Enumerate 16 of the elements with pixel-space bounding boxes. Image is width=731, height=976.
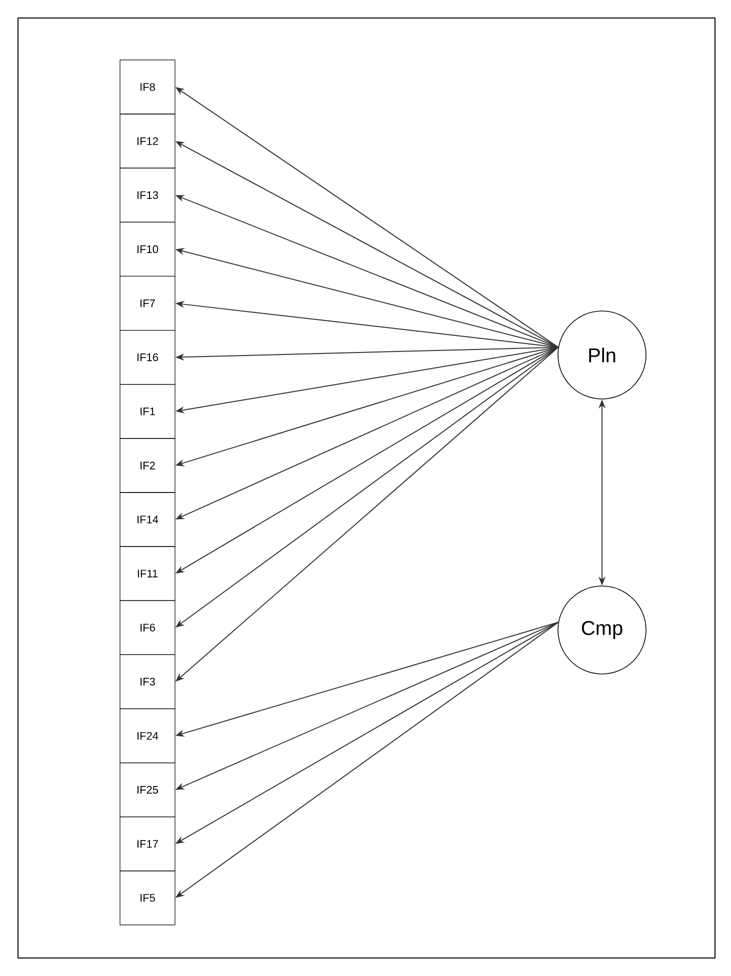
indicator-box: IF11 [120, 546, 176, 601]
indicator-box: IF5 [120, 870, 176, 926]
indicator-box: IF12 [120, 114, 176, 168]
indicator-box: IF2 [120, 438, 176, 493]
indicator-box: IF3 [120, 654, 176, 710]
indicator-box: IF1 [120, 384, 176, 439]
indicator-box: IF6 [120, 600, 176, 655]
indicator-box: IF16 [120, 330, 176, 385]
indicator-box: IF10 [120, 222, 176, 277]
indicator-box: IF24 [120, 708, 176, 764]
indicator-box: IF7 [120, 276, 176, 331]
indicator-box: IF17 [120, 816, 176, 872]
indicator-box: IF14 [120, 492, 176, 547]
indicator-box: IF13 [120, 168, 176, 222]
indicator-box: IF8 [120, 60, 176, 114]
indicator-box: IF25 [120, 762, 176, 818]
